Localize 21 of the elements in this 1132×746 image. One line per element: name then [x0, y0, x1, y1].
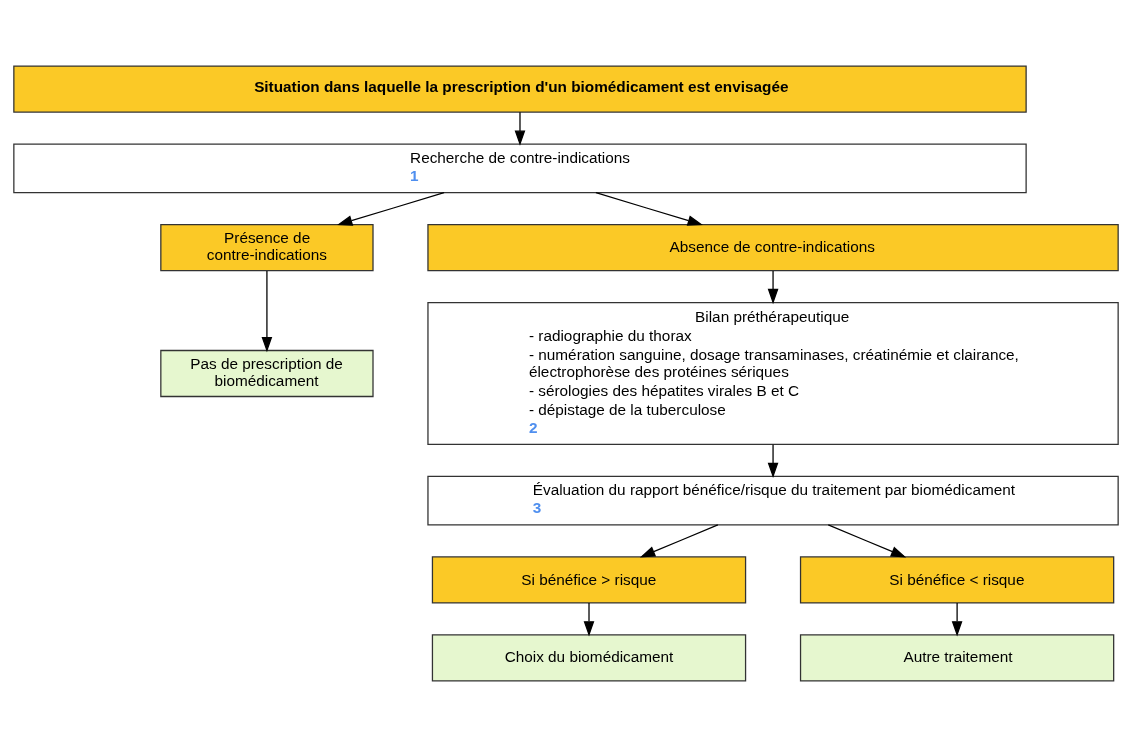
node-box: Bilan préthérapeutique - radiographie du thorax - numération sanguine, dosage transaminases, créatinémie et clairance, électrophorèse des protéines sériques - sérologies des hépatites virales B et C - dépistage de la tuberculose 2	[427, 301, 1119, 445]
node-box: Absence de contre-indications	[427, 223, 1119, 271]
arrow	[639, 523, 719, 557]
node-box: Si bénéfice > risque	[431, 555, 747, 604]
arrow	[767, 443, 779, 478]
node-box: Si bénéfice < risque	[799, 555, 1115, 604]
node-box: Choix du biomédicament	[431, 633, 747, 682]
node-box: Recherche de contre-indications 1	[13, 142, 1027, 193]
node-box: Évaluation du rapport bénéfice/risque du traitement par biomédicament 3	[427, 475, 1119, 526]
node-box: Situation dans laquelle la prescription d'un biomédicament est envisagée	[13, 64, 1027, 113]
arrow	[767, 269, 779, 304]
arrow	[827, 523, 907, 557]
node-box: Pas de prescription de biomédicament	[160, 349, 374, 397]
arrow	[514, 111, 526, 146]
arrow	[337, 191, 445, 226]
arrow	[951, 601, 963, 636]
node-box: Présence de contre-indications	[160, 223, 374, 271]
arrow	[595, 191, 703, 226]
arrow	[261, 269, 273, 352]
arrow	[583, 601, 595, 636]
node-box: Autre traitement	[799, 633, 1115, 682]
